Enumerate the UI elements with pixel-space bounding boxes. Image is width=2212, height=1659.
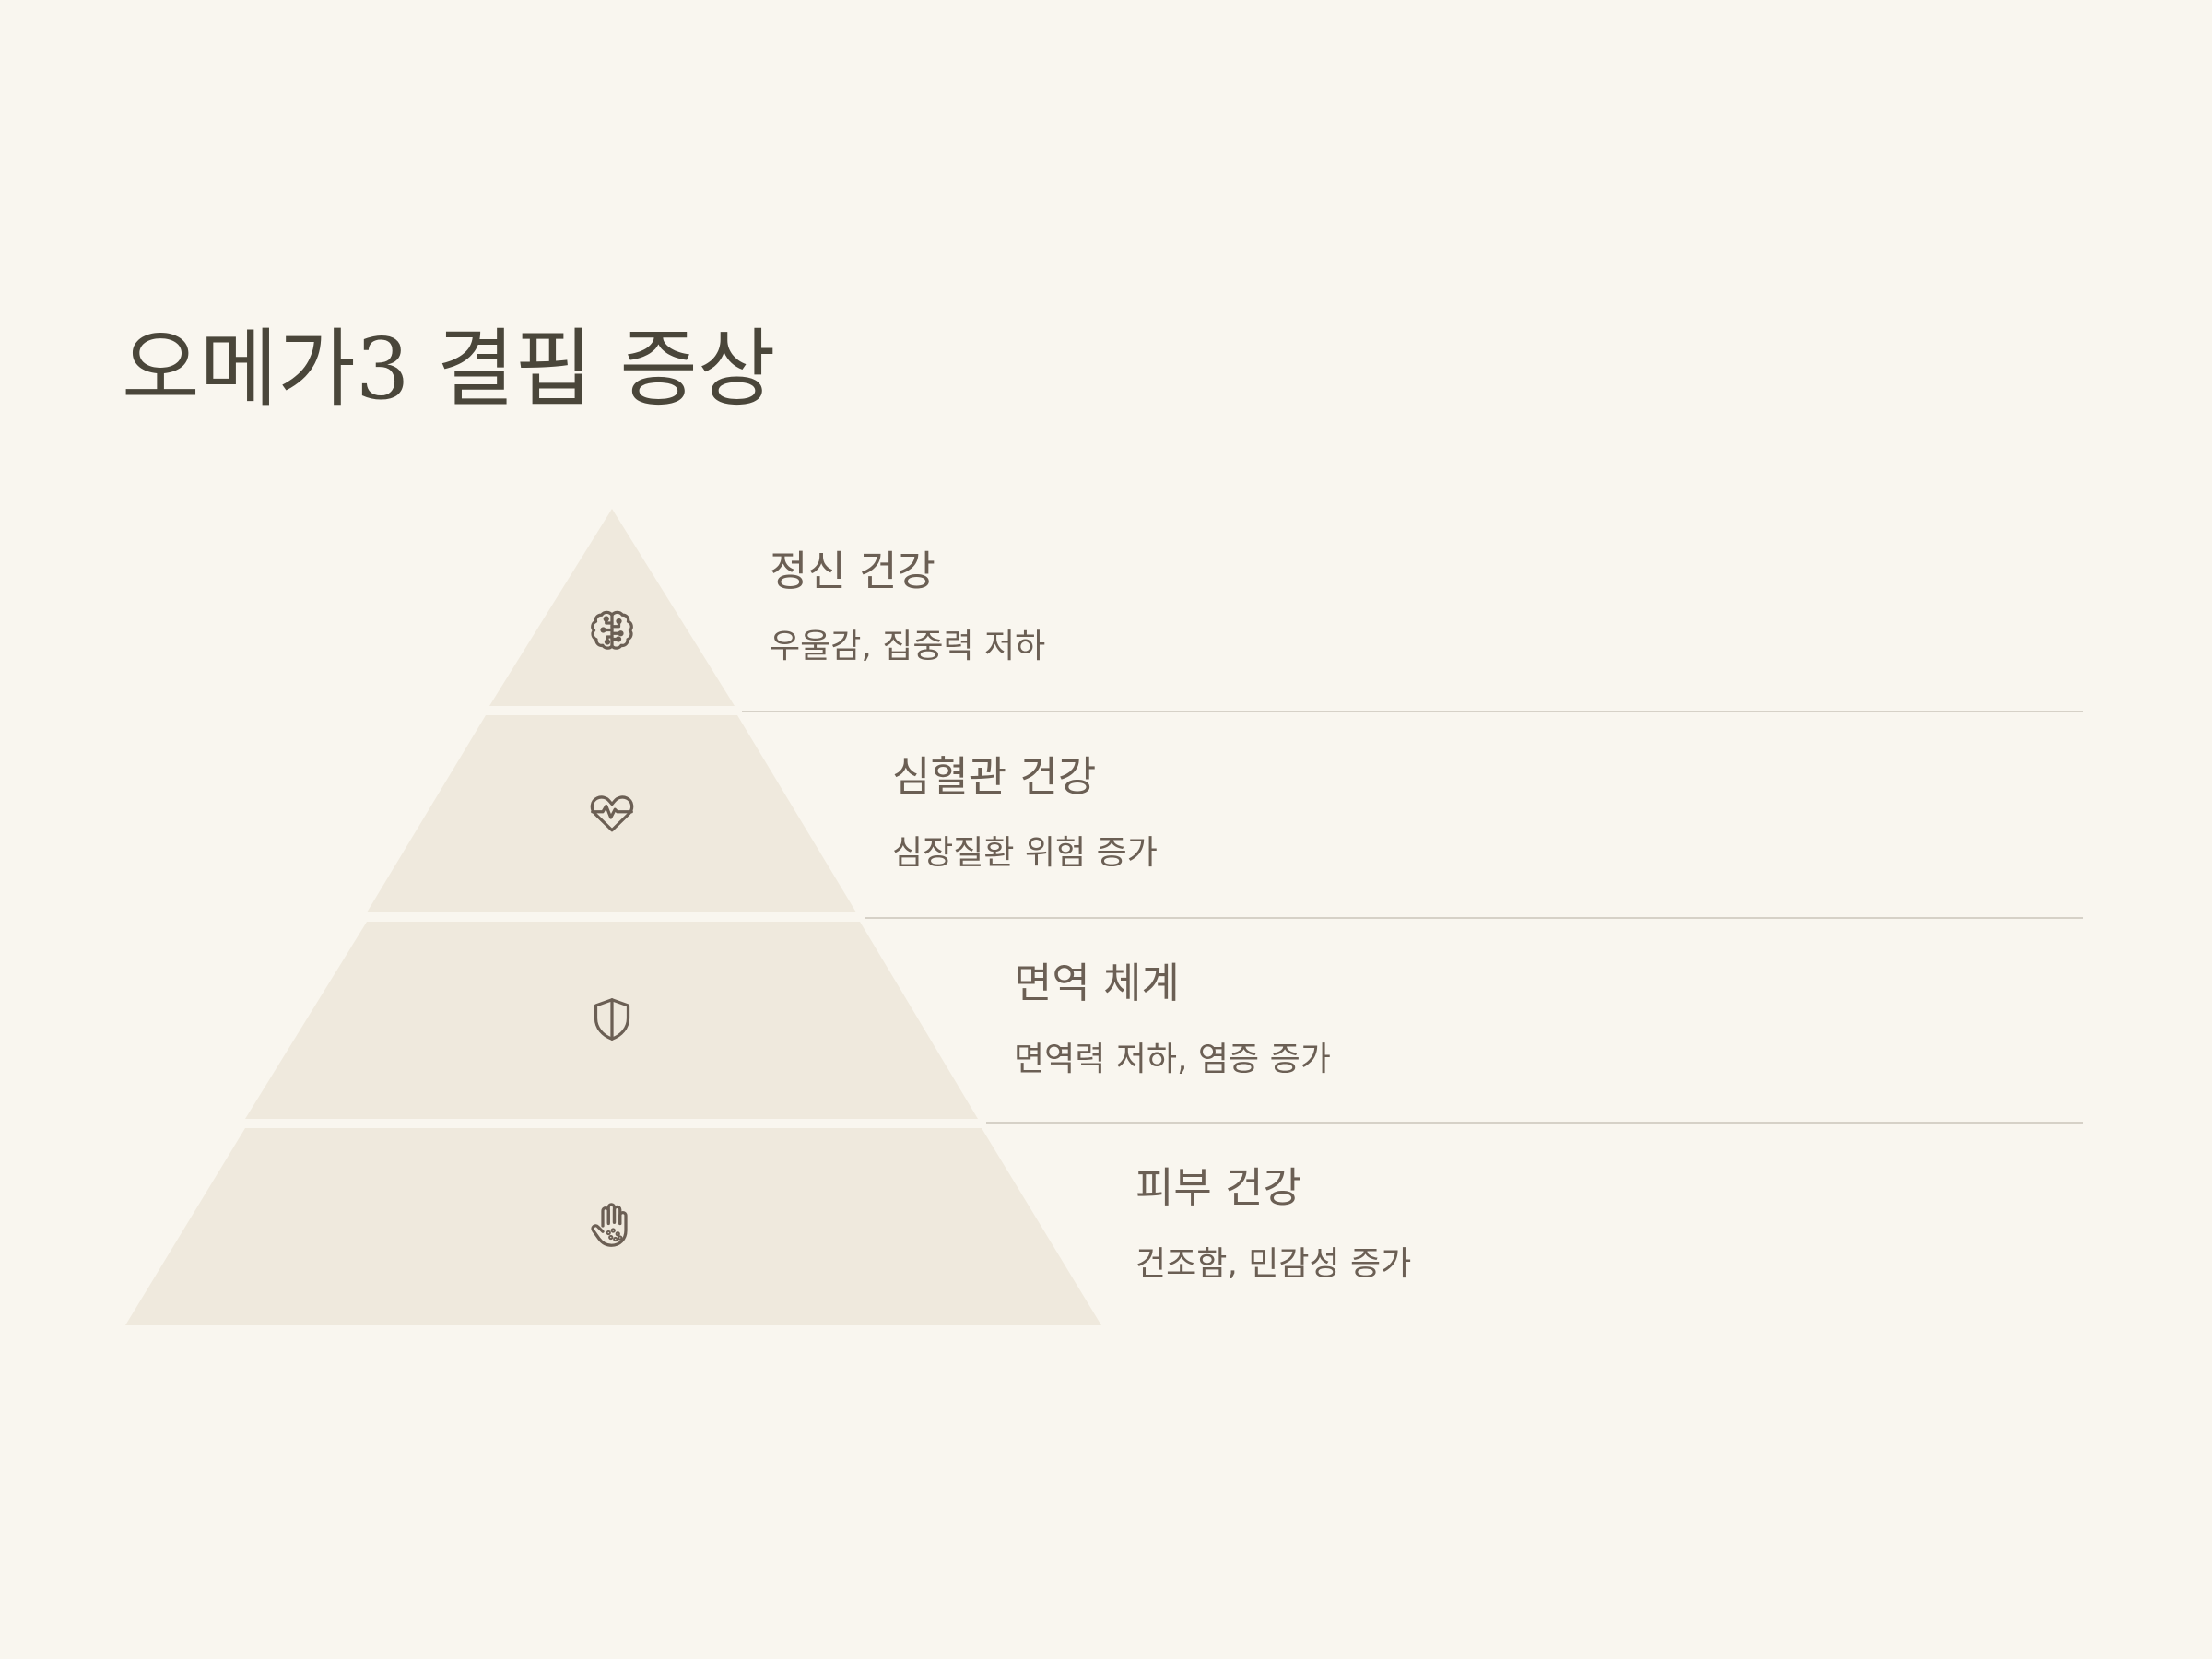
hand-icon [584, 1198, 640, 1253]
pyramid-tier-4 [125, 1128, 1101, 1325]
page-title: 오메가3 결핍 증상 [122, 320, 776, 418]
tier-1-description: 우울감, 집중력 저하 [770, 628, 1046, 665]
shield-icon [584, 992, 640, 1047]
tier-4-description: 건조함, 민감성 증가 [1135, 1245, 1412, 1283]
tier-2-divider [865, 917, 2083, 919]
tier-3-divider [986, 1122, 2083, 1124]
pyramid-tier-1 [489, 509, 735, 706]
tier-3-description: 면역력 저하, 염증 증가 [1014, 1041, 1331, 1078]
heart-pulse-icon [584, 785, 640, 841]
tier-2-title: 심혈관 건강 [892, 752, 1097, 801]
tier-2-description: 심장질환 위험 증가 [892, 834, 1158, 872]
tier-1-divider [742, 711, 2083, 712]
brain-icon [584, 605, 640, 660]
tier-1-title: 정신 건강 [770, 547, 935, 595]
tier-3-title: 면역 체계 [1014, 959, 1180, 1007]
tier-4-title: 피부 건강 [1135, 1163, 1301, 1212]
